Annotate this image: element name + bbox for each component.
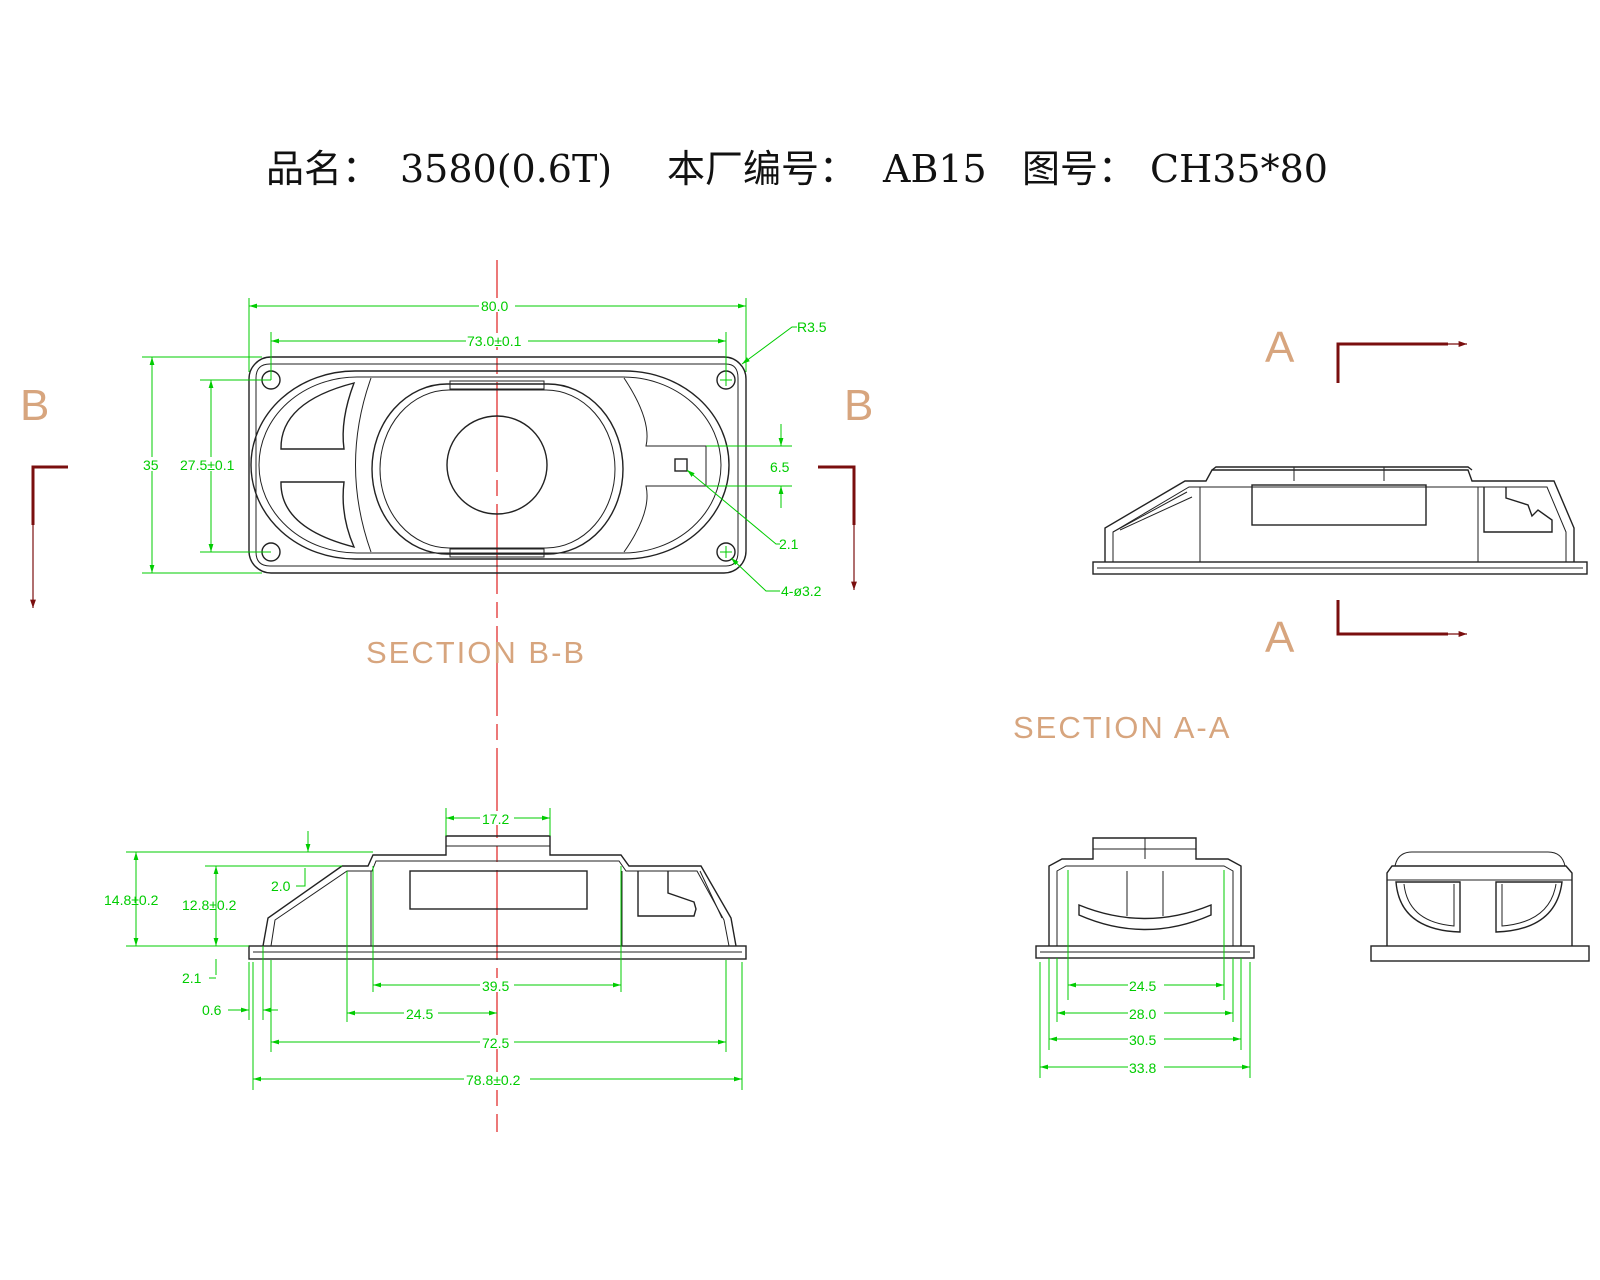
cone-top-tab [449,380,545,390]
left-window-bottom [280,481,356,549]
dim-magnet-width-label: 17.2 [482,811,509,827]
outer-racetrack [250,370,730,560]
hole-center-marks [720,374,732,558]
cut-a-bottom-label: A [1265,613,1295,662]
cut-a-top-label: A [1265,323,1295,372]
cone-bottom-tab [449,548,545,558]
dim-terminal-size-label: 2.1 [779,536,799,552]
side-terminal [637,871,697,917]
drawing-value: CH35*80 [1150,147,1328,191]
side-view-dimensions: 17.2 14.8±0.2 12.8±0.2 2.0 2.1 0.6 39.5 … [104,808,743,1090]
dim-inner-span-label: 39.5 [482,978,509,994]
rib-left [355,377,372,553]
cut-marker-a: A A [1265,323,1467,662]
back-window-left [1395,881,1461,933]
elev-flange [1092,561,1588,575]
cone-racetrack-inner [379,389,616,549]
drawing-label: 图号： [1022,147,1136,191]
dim-hole-spacing-short-label: 27.5±0.1 [180,457,235,473]
mounting-hole-br [716,542,736,562]
factory-label: 本厂编号： [667,147,857,191]
end-view-dimensions: 24.5 28.0 30.5 33.8 [1039,870,1251,1078]
dim-frame-width-label: 30.5 [1129,1032,1156,1048]
back-body [1386,865,1573,946]
top-view-dimensions: 80.0 73.0±0.1 R3.5 35 27.5±0.1 6.5 2.1 4… [140,298,827,599]
cut-b-right-label: B [844,381,873,430]
frame-outline [248,356,747,574]
dim-flange-gap-label: 0.6 [202,1002,222,1018]
dim-flange-thickness-label: 2.1 [182,970,202,986]
left-window-top [280,381,356,450]
elev-magnet [1251,484,1427,526]
dust-cap [446,415,548,515]
frame-inner-border [255,363,739,567]
back-view [1370,851,1590,962]
side-frame-profile [262,835,737,947]
title-block: 品名： 3580(0.6T) 本厂编号： AB15 图号： CH35*80 [266,147,1328,191]
dim-terminal-width-label: 6.5 [770,459,790,475]
dim-outer-length-label: 78.8±0.2 [466,1072,521,1088]
end-flange [1035,945,1255,959]
end-view-aa [1035,837,1255,959]
dim-cavity-width-label: 28.0 [1129,1006,1156,1022]
elev-terminal [1483,487,1553,533]
rib-right [623,377,707,553]
cone-racetrack [371,383,624,555]
cut-b-left-label: B [20,381,49,430]
factory-value: AB15 [882,147,987,191]
side-view-bb [248,835,747,960]
dim-overall-width-end-label: 33.8 [1129,1060,1156,1076]
dim-corner-radius-label: R3.5 [797,319,827,335]
dim-frame-height-label: 12.8±0.2 [182,897,237,913]
section-bb-label: SECTION B-B [366,635,586,670]
dim-mounting-holes-label: 4-ø3.2 [781,583,822,599]
top-view [248,356,747,574]
dim-overall-length-label: 80.0 [481,298,508,314]
section-aa-label: SECTION A-A [1013,710,1231,745]
elev-frame-profile [1104,469,1575,562]
side-magnet [409,870,588,910]
terminal-pad [674,458,688,472]
dim-inner-width-label: 24.5 [1129,978,1156,994]
side-flange [248,945,747,960]
back-window-right [1495,881,1563,933]
dim-hole-spacing-long-label: 73.0±0.1 [467,333,522,349]
dim-overall-width-label: 35 [143,457,159,473]
cut-marker-b: B B [20,381,873,608]
dim-hole-span-label: 72.5 [482,1035,509,1051]
end-cone [1078,903,1212,931]
dim-rim-offset-label: 2.0 [271,878,291,894]
side-elevation-view [1092,466,1588,575]
outer-racetrack-inner [258,376,722,554]
product-value: 3580(0.6T) [400,147,612,191]
back-flange [1370,945,1590,962]
dim-half-span-label: 24.5 [406,1006,433,1022]
product-label: 品名： [266,147,380,191]
dim-total-height-label: 14.8±0.2 [104,892,159,908]
side-frame-inner [270,860,730,947]
